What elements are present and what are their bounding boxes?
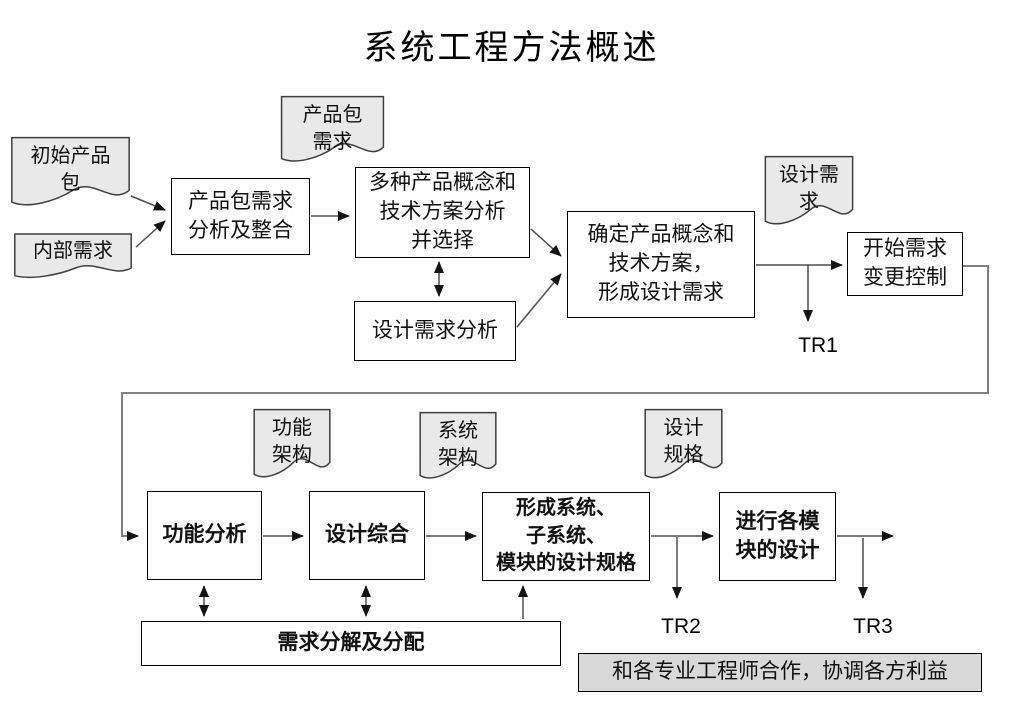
doc-functional-architecture: 功能 架构 — [253, 408, 331, 484]
arrow-initial-pkg-to-analysis — [130, 195, 166, 211]
doc-design-requirements: 设计需 求 — [764, 155, 854, 231]
process-confirm-concept: 确定产品概念和 技术方案， 形成设计需求 — [567, 211, 755, 318]
note-cooperation: 和各专业工程师合作，协调各方利益 — [578, 653, 982, 692]
doc-label: 功能 架构 — [272, 417, 312, 466]
page-title: 系统工程方法概述 — [363, 29, 660, 67]
doc-label: 设计需 求 — [779, 164, 839, 213]
process-change-control: 开始需求 变更控制 — [847, 232, 963, 296]
process-req-decomposition: 需求分解及分配 — [141, 621, 561, 666]
process-functional-analysis: 功能分析 — [147, 491, 262, 580]
milestone-tr3: TR3 — [853, 615, 893, 638]
arrow-concept-to-confirm — [530, 228, 562, 257]
document-shape-icon — [280, 95, 385, 168]
doc-product-package-requirements: 产品包 需求 — [280, 95, 385, 168]
process-form-specs: 形成系统、 子系统、 模块的设计规格 — [482, 492, 650, 581]
doc-system-architecture: 系统 架构 — [419, 411, 497, 485]
arrow-internal-req-to-analysis — [135, 220, 166, 248]
doc-label: 设计 规格 — [663, 417, 704, 466]
milestone-tr2: TR2 — [661, 615, 701, 638]
document-shape-icon — [10, 136, 131, 212]
process-design-req-analysis: 设计需求分析 — [354, 301, 516, 361]
arrow-designreq-to-confirm — [516, 273, 562, 328]
process-concept-selection: 多种产品概念和 技术方案分析 并选择 — [355, 167, 530, 258]
doc-label: 初始产品 包 — [30, 145, 111, 194]
process-pkg-req-analysis: 产品包需求 分析及整合 — [171, 178, 310, 255]
doc-label: 内部需求 — [33, 240, 113, 262]
document-shape-icon — [764, 155, 854, 231]
doc-label: 系统 架构 — [438, 420, 478, 469]
doc-design-specification: 设计 规格 — [644, 408, 723, 485]
doc-initial-product-package: 初始产品 包 — [10, 136, 131, 212]
process-module-design: 进行各模 块的设计 — [719, 492, 836, 581]
doc-internal-requirements: 内部需求 — [13, 233, 133, 282]
milestone-tr1: TR1 — [798, 334, 838, 357]
process-design-synthesis: 设计综合 — [309, 491, 425, 580]
doc-label: 产品包 需求 — [302, 104, 363, 153]
